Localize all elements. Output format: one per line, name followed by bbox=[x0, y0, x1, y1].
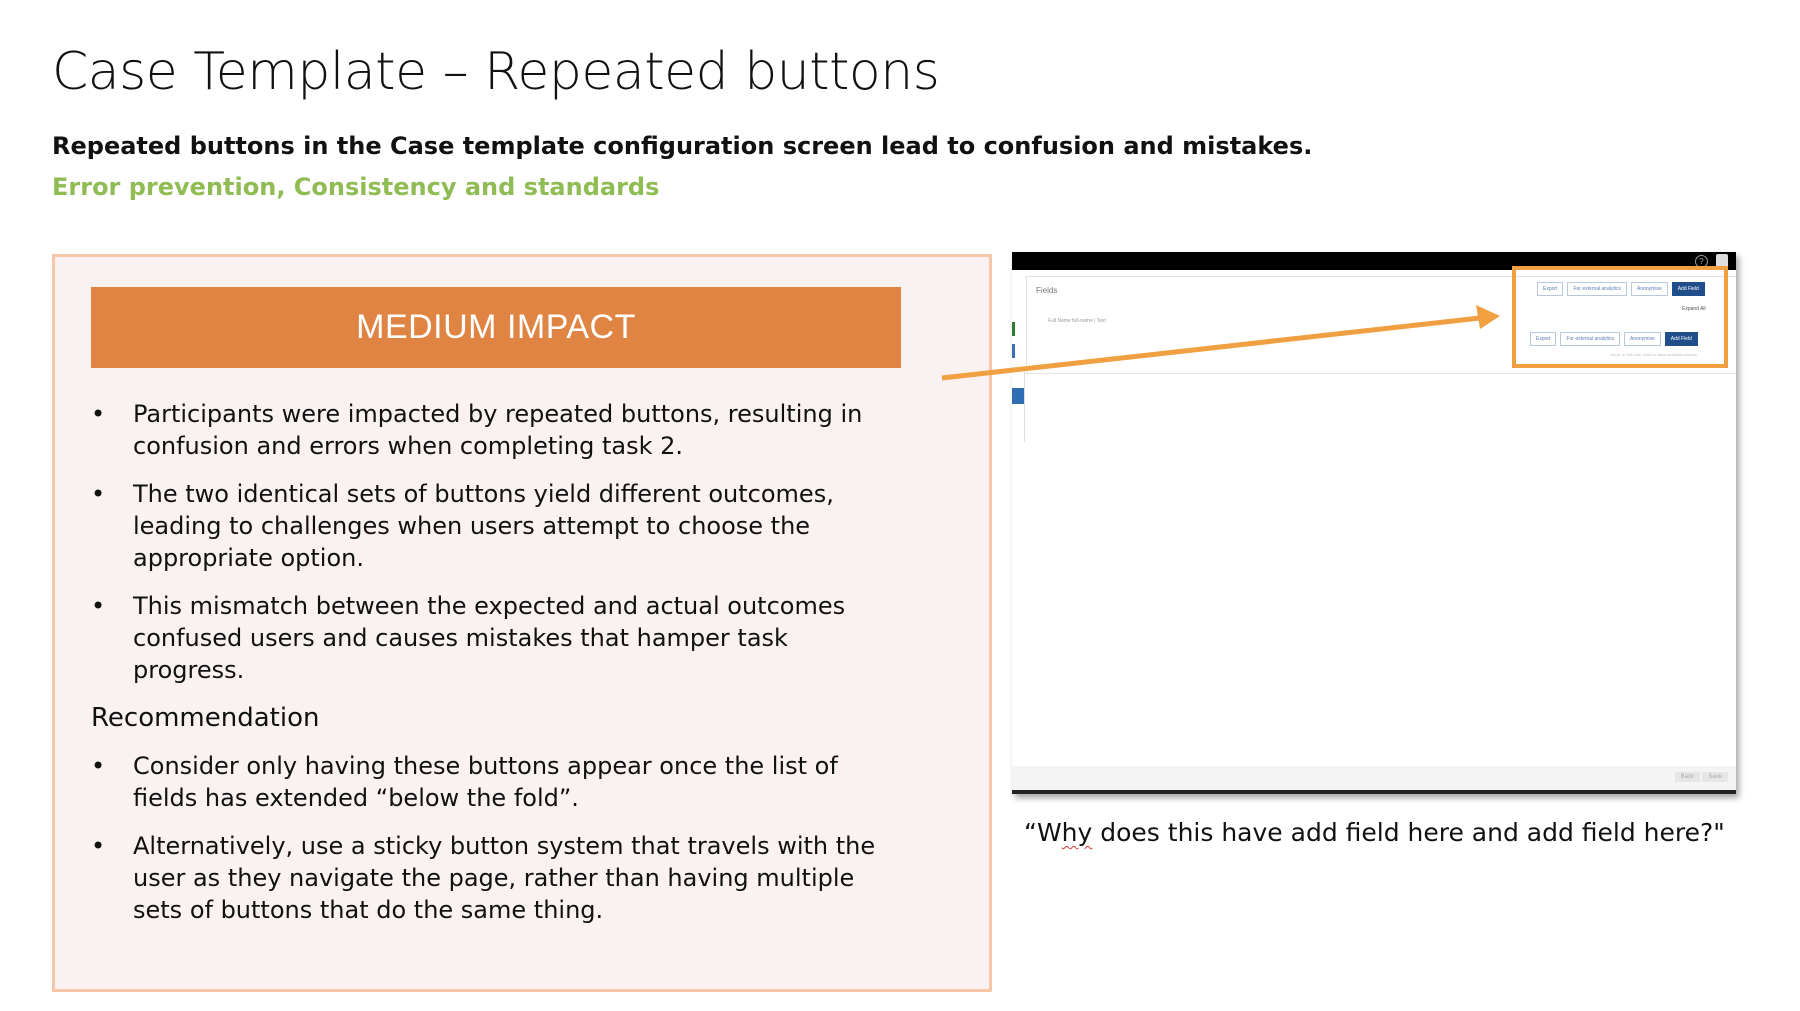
finding-text: Participants were impacted by repeated b… bbox=[133, 400, 863, 460]
impact-card: MEDIUM IMPACT • Participants were impacte… bbox=[52, 254, 992, 992]
back-button[interactable]: Back bbox=[1674, 772, 1700, 782]
hint-text: Hover or Tab over rows to show available… bbox=[1610, 352, 1697, 357]
external-analytics-button[interactable]: For external analytics bbox=[1567, 282, 1627, 296]
bullet-icon: • bbox=[91, 400, 106, 428]
export-button[interactable]: Export bbox=[1530, 332, 1557, 346]
field-row: Full Name full-name | Text bbox=[1048, 318, 1106, 324]
bullet-icon: • bbox=[91, 592, 106, 620]
button-row-bottom: Export For external analytics Anonymise … bbox=[1530, 332, 1698, 346]
add-field-button[interactable]: Add Field bbox=[1671, 282, 1705, 296]
quote-open: “W bbox=[1024, 818, 1062, 847]
user-avatar-icon bbox=[1716, 254, 1728, 268]
fields-label: Fields bbox=[1036, 286, 1058, 295]
external-analytics-button[interactable]: For external analytics bbox=[1560, 332, 1620, 346]
quote-misspelling: hy bbox=[1061, 818, 1093, 847]
save-button[interactable]: Save bbox=[1702, 772, 1728, 782]
recommendations-list: • Consider only having these buttons appe… bbox=[91, 750, 891, 926]
heuristics-label: Error prevention, Consistency and standa… bbox=[52, 173, 660, 201]
finding-item: • This mismatch between the expected and … bbox=[91, 590, 891, 686]
embedded-screenshot: ? Fields Full Name full-name | Text Expo… bbox=[1012, 252, 1736, 794]
recommendation-text: Alternatively, use a sticky button syste… bbox=[133, 832, 876, 924]
finding-text: This mismatch between the expected and a… bbox=[133, 592, 846, 684]
bullet-icon: • bbox=[91, 480, 106, 508]
divider bbox=[1024, 372, 1025, 442]
screenshot-bottom-edge bbox=[1012, 790, 1736, 794]
export-button[interactable]: Export bbox=[1537, 282, 1564, 296]
bullet-icon: • bbox=[91, 752, 106, 780]
finding-item: • The two identical sets of buttons yield… bbox=[91, 478, 891, 574]
slide-subtitle: Repeated buttons in the Case template co… bbox=[52, 132, 1313, 160]
left-indicator bbox=[1012, 322, 1015, 336]
bullet-icon: • bbox=[91, 832, 106, 860]
highlight-box bbox=[1512, 266, 1728, 368]
recommendation-item: • Consider only having these buttons appe… bbox=[91, 750, 891, 814]
left-block bbox=[1012, 388, 1024, 404]
anonymise-button[interactable]: Anonymise bbox=[1630, 282, 1668, 296]
left-indicator bbox=[1012, 344, 1015, 358]
add-field-button[interactable]: Add Field bbox=[1664, 332, 1698, 346]
quote-rest: does this have add field here and add fi… bbox=[1092, 818, 1725, 847]
impact-banner: MEDIUM IMPACT bbox=[91, 287, 901, 368]
finding-text: The two identical sets of buttons yield … bbox=[133, 480, 834, 572]
expand-all-link[interactable]: Expand All bbox=[1682, 306, 1706, 312]
recommendation-item: • Alternatively, use a sticky button syst… bbox=[91, 830, 891, 926]
card-body: • Participants were impacted by repeated … bbox=[91, 398, 891, 942]
anonymise-button[interactable]: Anonymise bbox=[1623, 332, 1661, 346]
findings-list: • Participants were impacted by repeated … bbox=[91, 398, 891, 686]
button-row-top: Export For external analytics Anonymise … bbox=[1537, 282, 1705, 296]
recommendation-text: Consider only having these buttons appea… bbox=[133, 752, 838, 812]
finding-item: • Participants were impacted by repeated … bbox=[91, 398, 891, 462]
slide-title: Case Template – Repeated buttons bbox=[52, 42, 940, 102]
recommendation-heading: Recommendation bbox=[91, 703, 320, 733]
screenshot-footer: Back Save bbox=[1012, 766, 1736, 790]
screenshot-topbar: ? bbox=[1012, 252, 1736, 270]
participant-quote: “Why does this have add field here and a… bbox=[1024, 818, 1725, 847]
